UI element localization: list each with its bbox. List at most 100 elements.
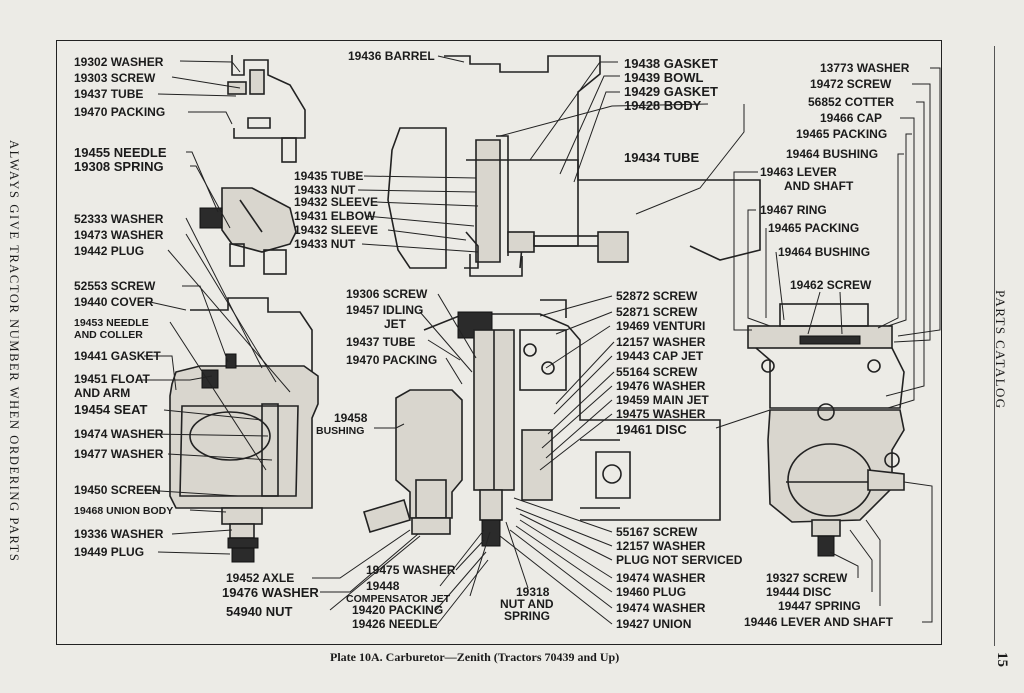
- label-19457-idling: 19457 IDLING: [346, 303, 423, 317]
- label-19427-union: 19427 UNION: [616, 617, 691, 631]
- label-19452-axle: 19452 AXLE: [226, 571, 294, 585]
- label-19308-spring: 19308 SPRING: [74, 159, 164, 174]
- label-19469-venturi: 19469 VENTURI: [616, 319, 705, 333]
- plate-frame: [56, 40, 942, 645]
- label-19476-washer: 19476 WASHER: [616, 379, 706, 393]
- label-19433-nut: 19433 NUT: [294, 183, 356, 197]
- label-19306-screw: 19306 SCREW: [346, 287, 428, 301]
- label-54940-nut: 54940 NUT: [226, 604, 293, 619]
- label-52871-screw: 52871 SCREW: [616, 305, 698, 319]
- label-19464-bushing: 19464 BUSHING: [786, 147, 878, 161]
- label-19467-ring: 19467 RING: [760, 203, 827, 217]
- label-19457-jet: JET: [384, 317, 407, 331]
- label-19449-plug: 19449 PLUG: [74, 545, 144, 559]
- label-19466-cap: 19466 CAP: [820, 111, 882, 125]
- label-19468-union-body: 19468 UNION BODY: [74, 505, 173, 517]
- label-19476-washer-3: 19476 WASHER: [222, 585, 319, 600]
- label-19318: 19318: [516, 585, 550, 599]
- label-19426-needle: 19426 NEEDLE: [352, 617, 437, 631]
- throttle-body-drawing: [747, 303, 905, 557]
- label-19458-bushing: BUSHING: [316, 425, 364, 437]
- label-19336-washer: 19336 WASHER: [74, 527, 164, 541]
- label-19470-packing: 19470 PACKING: [74, 105, 165, 119]
- label-19474-washer: 19474 WASHER: [74, 427, 164, 441]
- label-19440-cover: 19440 COVER: [74, 295, 154, 309]
- label-19453-coller: AND COLLER: [74, 329, 143, 341]
- margin-text-left: ALWAYS GIVE TRACTOR NUMBER WHEN ORDERING…: [7, 140, 21, 563]
- needle-fitting-drawing: [199, 187, 297, 275]
- label-19450-screen: 19450 SCREEN: [74, 483, 161, 497]
- label-55167-screw: 55167 SCREW: [616, 525, 698, 539]
- label-19302-washer: 19302 WASHER: [74, 55, 164, 69]
- label-19318-spring: SPRING: [504, 609, 550, 623]
- margin-text-right: PARTS CATALOG: [993, 290, 1008, 410]
- leader-lines: [136, 55, 941, 627]
- label-19454-seat: 19454 SEAT: [74, 402, 148, 417]
- page-edge-rule: [994, 46, 995, 646]
- label-19433-nut-2: 19433 NUT: [294, 237, 356, 251]
- label-19475-washer: 19475 WASHER: [616, 407, 706, 421]
- label-19463-shaft: AND SHAFT: [784, 179, 854, 193]
- label-19451-float: 19451 FLOAT: [74, 372, 150, 386]
- label-19436-barrel: 19436 BARREL: [348, 49, 435, 63]
- label-19465-packing: 19465 PACKING: [796, 127, 887, 141]
- label-19318-nut-and: NUT AND: [500, 597, 554, 611]
- label-19447-spring: 19447 SPRING: [778, 599, 861, 613]
- label-56852-cotter: 56852 COTTER: [808, 95, 894, 109]
- label-19472-screw: 19472 SCREW: [810, 77, 892, 91]
- label-12157-washer-2: 12157 WASHER: [616, 539, 706, 553]
- barrel-body-drawing: [387, 55, 761, 277]
- label-19432-sleeve-2: 19432 SLEEVE: [294, 223, 378, 237]
- label-19438-gasket: 19438 GASKET: [624, 56, 718, 71]
- page-number: 15: [994, 652, 1010, 667]
- label-19475-washer-2: 19475 WASHER: [366, 563, 456, 577]
- label-19465-packing-2: 19465 PACKING: [768, 221, 859, 235]
- label-19448-compensator-jet: COMPENSATOR JET: [346, 593, 451, 605]
- label-19429-gasket: 19429 GASKET: [624, 84, 718, 99]
- label-19444-disc: 19444 DISC: [766, 585, 832, 599]
- label-19464-bushing-2: 19464 BUSHING: [778, 245, 870, 259]
- label-19428-body: 19428 BODY: [624, 98, 702, 113]
- label-19434-tube: 19434 TUBE: [624, 150, 699, 165]
- label-19443-cap-jet: 19443 CAP JET: [616, 349, 704, 363]
- plate-caption: Plate 10A. Carburetor—Zenith (Tractors 7…: [330, 650, 620, 664]
- part-labels: 19302 WASHER 19303 SCREW 19437 TUBE 1947…: [74, 49, 910, 631]
- label-13773-washer: 13773 WASHER: [820, 61, 910, 75]
- label-19303-screw: 19303 SCREW: [74, 71, 156, 85]
- label-19437-tube-2: 19437 TUBE: [346, 335, 415, 349]
- label-19448: 19448: [366, 579, 400, 593]
- label-19459-main-jet: 19459 MAIN JET: [616, 393, 709, 407]
- label-19441-gasket: 19441 GASKET: [74, 349, 161, 363]
- label-19420-packing: 19420 PACKING: [352, 603, 443, 617]
- label-52872-screw: 52872 SCREW: [616, 289, 698, 303]
- label-19439-bowl: 19439 BOWL: [624, 70, 704, 85]
- label-19451-arm: AND ARM: [74, 386, 130, 400]
- label-19474-washer-2: 19474 WASHER: [616, 571, 706, 585]
- idling-tube-drawing: [227, 55, 306, 163]
- label-55164-screw: 55164 SCREW: [616, 365, 698, 379]
- label-plug-not-serviced: PLUG NOT SERVICED: [616, 553, 743, 567]
- main-body-drawing: [363, 299, 721, 547]
- label-19431-elbow: 19431 ELBOW: [294, 209, 376, 223]
- label-19455-needle: 19455 NEEDLE: [74, 145, 167, 160]
- label-19473-washer: 19473 WASHER: [74, 228, 164, 242]
- label-19442-plug: 19442 PLUG: [74, 244, 144, 258]
- label-19453-needle: 19453 NEEDLE: [74, 317, 149, 329]
- label-52553-screw: 52553 SCREW: [74, 279, 156, 293]
- label-19432-sleeve: 19432 SLEEVE: [294, 195, 378, 209]
- label-19463-lever: 19463 LEVER: [760, 165, 837, 179]
- label-19446-lever-and-shaft: 19446 LEVER AND SHAFT: [744, 615, 894, 629]
- label-52333-washer: 52333 WASHER: [74, 212, 164, 226]
- label-19437-tube: 19437 TUBE: [74, 87, 143, 101]
- label-19461-disc: 19461 DISC: [616, 422, 687, 437]
- label-19474-washer-3: 19474 WASHER: [616, 601, 706, 615]
- label-19460-plug: 19460 PLUG: [616, 585, 686, 599]
- label-19458: 19458: [334, 411, 368, 425]
- label-19470-packing-2: 19470 PACKING: [346, 353, 437, 367]
- float-bowl-drawing: [169, 297, 319, 563]
- label-19327-screw: 19327 SCREW: [766, 571, 848, 585]
- label-12157-washer: 12157 WASHER: [616, 335, 706, 349]
- label-19477-washer: 19477 WASHER: [74, 447, 164, 461]
- label-19435-tube: 19435 TUBE: [294, 169, 363, 183]
